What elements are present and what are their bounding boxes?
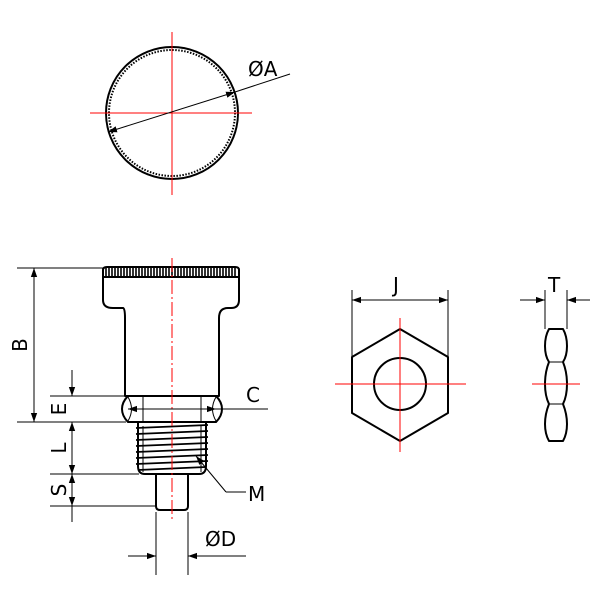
knurl-texture bbox=[105, 268, 236, 276]
dimension-e-label: E bbox=[47, 403, 71, 416]
side-view-plunger: B E L S C M ØD bbox=[8, 258, 268, 575]
dimension-s-label: S bbox=[47, 484, 71, 497]
dimension-b-label: B bbox=[8, 338, 32, 352]
dimension-j-label: J bbox=[391, 273, 399, 297]
dimension-a-leader bbox=[234, 73, 291, 93]
top-view-knob: ØA bbox=[90, 32, 291, 195]
dimension-a-label: ØA bbox=[248, 57, 278, 81]
dimension-c-label: C bbox=[246, 383, 260, 407]
dimension-d-label: ØD bbox=[205, 527, 236, 551]
dimension-a-line bbox=[107, 91, 236, 133]
hex-nut-front-view: J bbox=[335, 273, 466, 452]
dimension-t-label: T bbox=[547, 273, 561, 297]
thread-leader-m bbox=[195, 455, 227, 493]
nut-side-outline bbox=[544, 328, 568, 442]
thread-label-m: M bbox=[248, 482, 265, 506]
dimension-l-label: L bbox=[47, 442, 71, 454]
lock-nut bbox=[121, 395, 223, 423]
hex-nut-side-view: T bbox=[520, 273, 590, 442]
knob-body bbox=[102, 277, 240, 397]
